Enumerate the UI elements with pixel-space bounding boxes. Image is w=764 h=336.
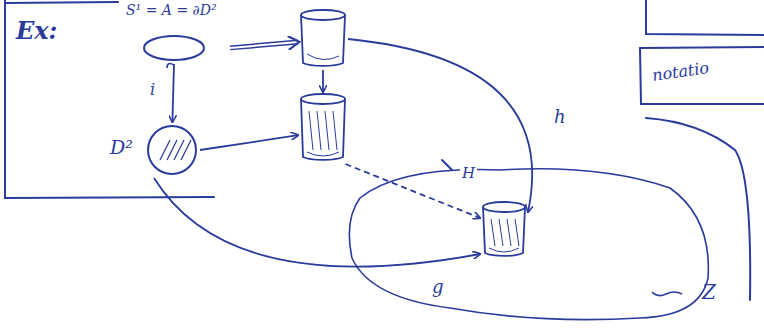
node-outline [340,158,720,323]
cylinder-shape [480,200,528,260]
map-arrow [346,164,481,218]
space-region: Z [340,158,720,323]
map-label: H [460,164,477,182]
node-label: S¹ = A = ∂D² [126,2,217,18]
example-heading: Ex: [16,16,57,45]
node-outline [298,92,348,164]
map-arrow [154,178,480,267]
node-outline [298,8,348,70]
cylinder-shape [298,92,348,164]
map-arrow [323,70,324,92]
node-outline [480,200,528,260]
map-arrow [200,135,298,150]
map-arrow [230,42,298,48]
map-arrow [348,39,532,212]
map-label: i [148,80,157,99]
disk-shape: D² [108,122,200,178]
map-label: g [430,276,446,297]
note-text: notatio [651,58,710,85]
map-arrow [167,64,174,122]
node-label: Z [702,280,716,304]
cylinder-shape [298,8,348,70]
map-label: h [552,106,568,127]
disk-shape: S¹ = A = ∂D² [118,2,230,64]
node-label: D² [110,136,133,158]
